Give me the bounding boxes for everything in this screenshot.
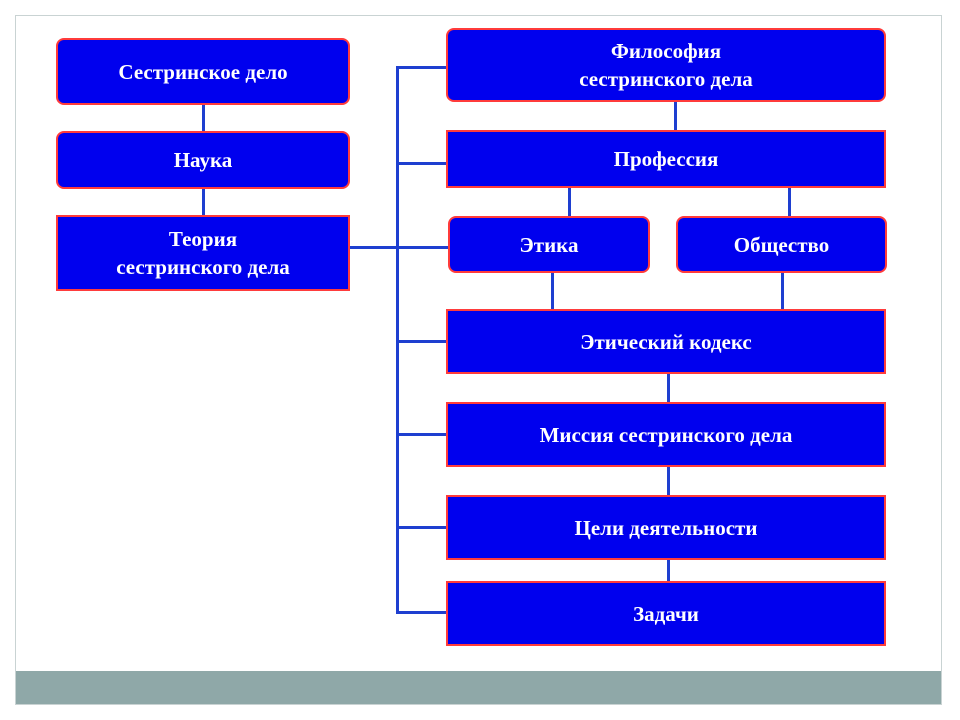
branch-ethical-code — [396, 340, 448, 343]
node-profession: Профессия — [446, 130, 886, 188]
branch-ethics — [396, 246, 450, 249]
branch-mission — [396, 433, 448, 436]
branch-philosophy — [396, 66, 448, 69]
footer-bar — [16, 671, 941, 704]
node-philosophy: Философия сестринского дела — [446, 28, 886, 102]
node-theory: Теория сестринского дела — [56, 215, 350, 291]
connector-mission-goals — [667, 466, 670, 496]
connector-code-mission — [667, 373, 670, 403]
node-mission: Миссия сестринского дела — [446, 402, 886, 467]
connector-science-theory — [202, 188, 205, 216]
connector-profession-society — [788, 187, 791, 217]
connector-profession-ethics — [568, 187, 571, 217]
connector-goals-tasks — [667, 559, 670, 582]
branch-tasks — [396, 611, 448, 614]
connector-ethics-code — [551, 272, 554, 310]
node-ethics: Этика — [448, 216, 650, 273]
node-science: Наука — [56, 131, 350, 189]
node-nursing: Сестринское дело — [56, 38, 350, 105]
node-society: Общество — [676, 216, 887, 273]
branch-profession — [396, 162, 448, 165]
node-ethical-code: Этический кодекс — [446, 309, 886, 374]
branch-goals — [396, 526, 448, 529]
node-tasks: Задачи — [446, 581, 886, 646]
connector-philosophy-profession — [674, 101, 677, 131]
connector-society-code — [781, 272, 784, 310]
node-goals: Цели деятельности — [446, 495, 886, 560]
connector-theory-trunk — [349, 246, 399, 249]
connector-nursing-science — [202, 104, 205, 132]
